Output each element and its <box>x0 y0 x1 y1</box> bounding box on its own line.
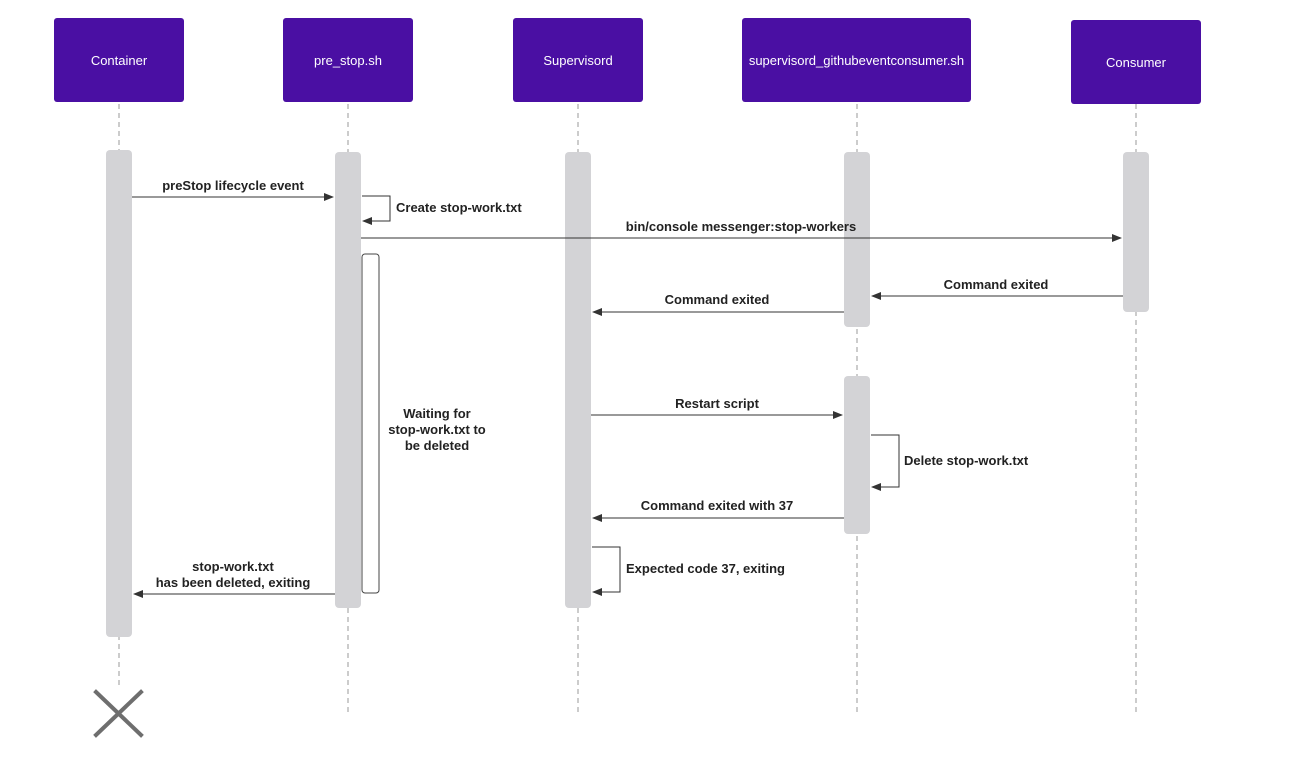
label-consumer-exited: Command exited <box>943 277 1049 292</box>
arrow-create-file <box>362 195 391 225</box>
participant-label: Container <box>90 52 148 68</box>
arrow-expected-code <box>592 546 621 596</box>
activation-script-1 <box>844 152 870 327</box>
participant-supervisord-script: supervisord_githubeventconsumer.sh <box>742 18 971 102</box>
label-expected-code: Expected code 37, exiting <box>626 561 785 576</box>
participant-label: Consumer <box>1106 54 1166 70</box>
participant-pre-stop: pre_stop.sh <box>283 18 413 102</box>
label-restart-script: Restart script <box>675 396 759 411</box>
participant-consumer: Consumer <box>1071 20 1201 104</box>
participant-supervisord: Supervisord <box>513 18 643 102</box>
activation-container <box>106 150 132 637</box>
label-stop-workers: bin/console messenger:stop-workers <box>625 219 857 234</box>
waiting-box <box>361 253 380 594</box>
label-script-exited: Command exited <box>664 292 770 307</box>
label-deleted-exiting: stop-work.txt has been deleted, exiting <box>155 559 311 590</box>
participant-label: pre_stop.sh <box>314 52 382 68</box>
label-waiting-note: Waiting for stop-work.txt to be deleted <box>388 406 486 453</box>
participant-label: supervisord_githubeventconsumer.sh <box>748 52 965 68</box>
cross-icon <box>93 689 144 738</box>
activation-consumer <box>1123 152 1149 312</box>
participant-label: Supervisord <box>543 52 613 68</box>
participant-container: Container <box>54 18 184 102</box>
arrow-delete-file <box>871 434 900 491</box>
label-prestop-event: preStop lifecycle event <box>162 178 304 193</box>
activation-supervisord <box>565 152 591 608</box>
label-exited-37: Command exited with 37 <box>640 498 794 513</box>
label-delete-file: Delete stop-work.txt <box>904 453 1029 468</box>
activation-pre-stop <box>335 152 361 608</box>
label-create-file: Create stop-work.txt <box>396 200 522 215</box>
activation-script-2 <box>844 376 870 534</box>
